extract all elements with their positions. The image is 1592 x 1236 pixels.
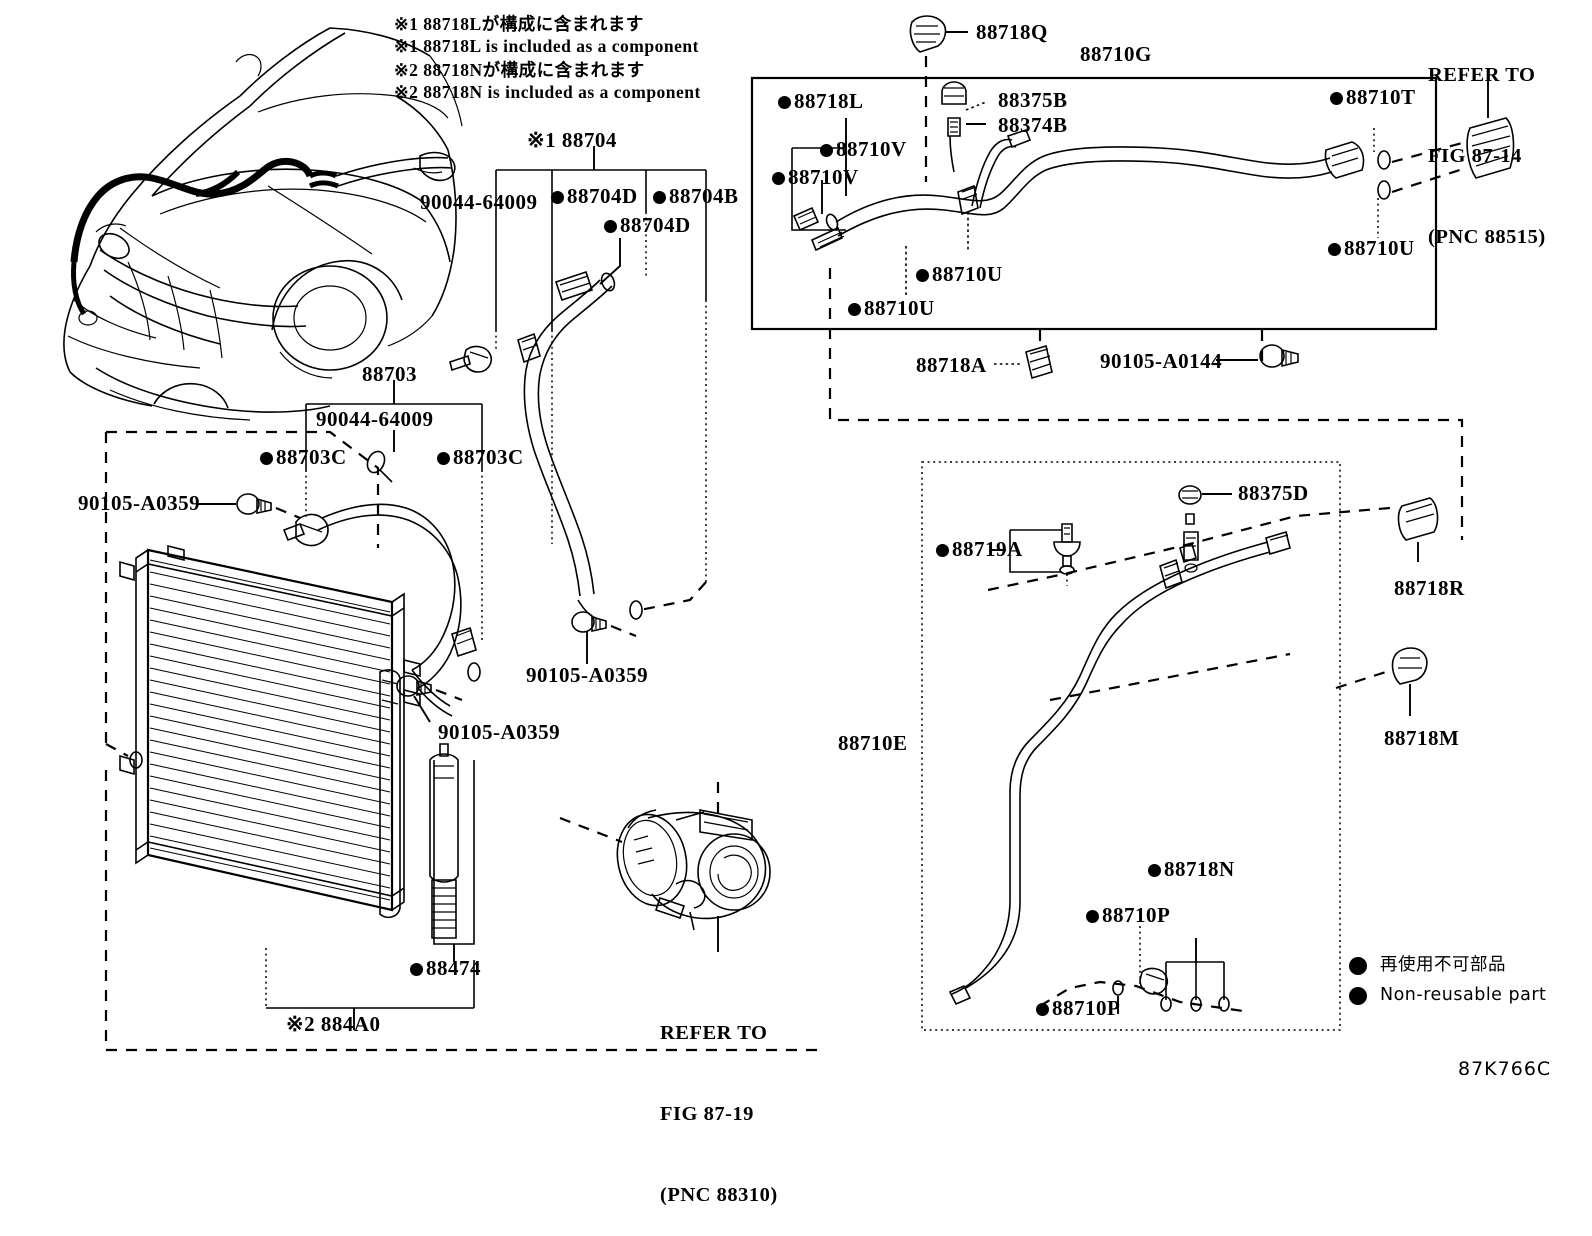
label-88710V-a: 88710V — [820, 137, 907, 162]
label-88704D-a: 88704D — [551, 184, 638, 209]
label-884A0: ※2 884A0 — [286, 1012, 381, 1036]
label-88704D-b: 88704D — [604, 213, 691, 238]
route-dash-1 — [828, 268, 1464, 540]
label-88710P-b: 88710P — [1036, 996, 1120, 1021]
label-88710E: 88710E — [838, 731, 908, 755]
label-88710U-b: 88710U — [916, 262, 1003, 287]
label-88718N: 88718N — [1148, 857, 1235, 882]
label-88375D: 88375D — [1238, 481, 1309, 505]
label-88703C-b: 88703C — [437, 445, 524, 470]
nonreusable-dot — [1148, 864, 1161, 877]
label-88718R: 88718R — [1394, 576, 1465, 600]
condenser-884A0 — [104, 430, 820, 1052]
diagram-linework: .s{fill:none;stroke:#000;} .t1{stroke-wi… — [63, 15, 1515, 1052]
label-90044-64009-a: 90044-64009 — [420, 190, 538, 214]
reference-fig-87-14: REFER TO FIG 87-14 (PNC 88515) — [1428, 64, 1546, 249]
legend-label-jp: 再使用不可部品 — [1380, 955, 1506, 975]
nonreusable-dot — [1328, 243, 1341, 256]
vehicle-illustration — [63, 27, 463, 421]
nonreusable-dot — [820, 144, 833, 157]
nonreusable-dot — [410, 963, 423, 976]
label-88718Q: 88718Q — [976, 20, 1048, 44]
nonreusable-dot — [936, 544, 949, 557]
parts-row-under-box — [994, 330, 1299, 380]
nonreusable-dot — [437, 452, 450, 465]
nonreusable-dot — [848, 303, 861, 316]
box-88710E — [921, 461, 1391, 1031]
label-88710V-b: 88710V — [772, 165, 859, 190]
label-88374B: 88374B — [998, 113, 1068, 137]
nonreusable-dot — [1036, 1003, 1049, 1016]
label-90044-64009-b: 90044-64009 — [316, 407, 434, 431]
note-line-2: ※1 88718L is included as a component — [394, 36, 699, 56]
bolts-90105A0359 — [196, 493, 637, 723]
nonreusable-dot — [551, 191, 564, 204]
label-90105-A0359-b: 90105-A0359 — [526, 663, 649, 687]
legend-label-en: Non-reusable part — [1380, 985, 1547, 1005]
nonreusable-dot — [1086, 910, 1099, 923]
nonreusable-dot — [1330, 92, 1343, 105]
label-90105-A0144: 90105-A0144 — [1100, 349, 1223, 373]
label-88710U-c: 88710U — [848, 296, 935, 321]
nonreusable-dot — [916, 269, 929, 282]
box-88710G — [750, 76, 1438, 331]
nonreusable-dot — [772, 172, 785, 185]
label-88703: 88703 — [362, 362, 417, 386]
label-88474: 88474 — [410, 956, 481, 981]
legend-dot-jp — [1349, 957, 1367, 975]
note-line-1: ※1 88718Lが構成に含まれます — [394, 14, 644, 34]
label-90105-A0359-a: 90105-A0359 — [78, 491, 201, 515]
label-88718L: 88718L — [778, 89, 864, 114]
label-88710G: 88710G — [1080, 42, 1152, 66]
label-88710U-a: 88710U — [1328, 236, 1415, 261]
label-88375B: 88375B — [998, 88, 1068, 112]
label-88703C-a: 88703C — [260, 445, 347, 470]
figure-code: 87K766C — [1458, 1058, 1552, 1080]
nonreusable-dot — [778, 96, 791, 109]
reference-fig-87-19: REFER TO FIG 87-19 (PNC 88310) — [660, 1022, 778, 1207]
label-90105-A0359-c: 90105-A0359 — [438, 720, 561, 744]
nonreusable-dot — [260, 452, 273, 465]
label-88718A: 88718A — [916, 353, 987, 377]
nonreusable-dot — [604, 220, 617, 233]
clips-right — [1335, 497, 1439, 716]
label-88704B: 88704B — [653, 184, 739, 209]
label-88718M: 88718M — [1384, 726, 1460, 750]
connector-88515 — [1391, 78, 1515, 194]
compressor-88310 — [559, 782, 771, 952]
hose-88704 — [449, 146, 707, 620]
part-88718Q — [909, 15, 968, 182]
label-88704: ※1 88704 — [527, 128, 617, 152]
note-line-3: ※2 88718Nが構成に含まれます — [394, 60, 645, 80]
label-88719A: 88719A — [936, 537, 1023, 562]
nonreusable-dot — [653, 191, 666, 204]
parts-diagram: .s{fill:none;stroke:#000;} .t1{stroke-wi… — [63, 14, 1552, 1206]
label-88710P-a: 88710P — [1086, 903, 1170, 928]
legend-dot-en — [1349, 987, 1367, 1005]
note-line-4: ※2 88718N is included as a component — [394, 82, 701, 102]
label-88710T: 88710T — [1330, 85, 1416, 110]
